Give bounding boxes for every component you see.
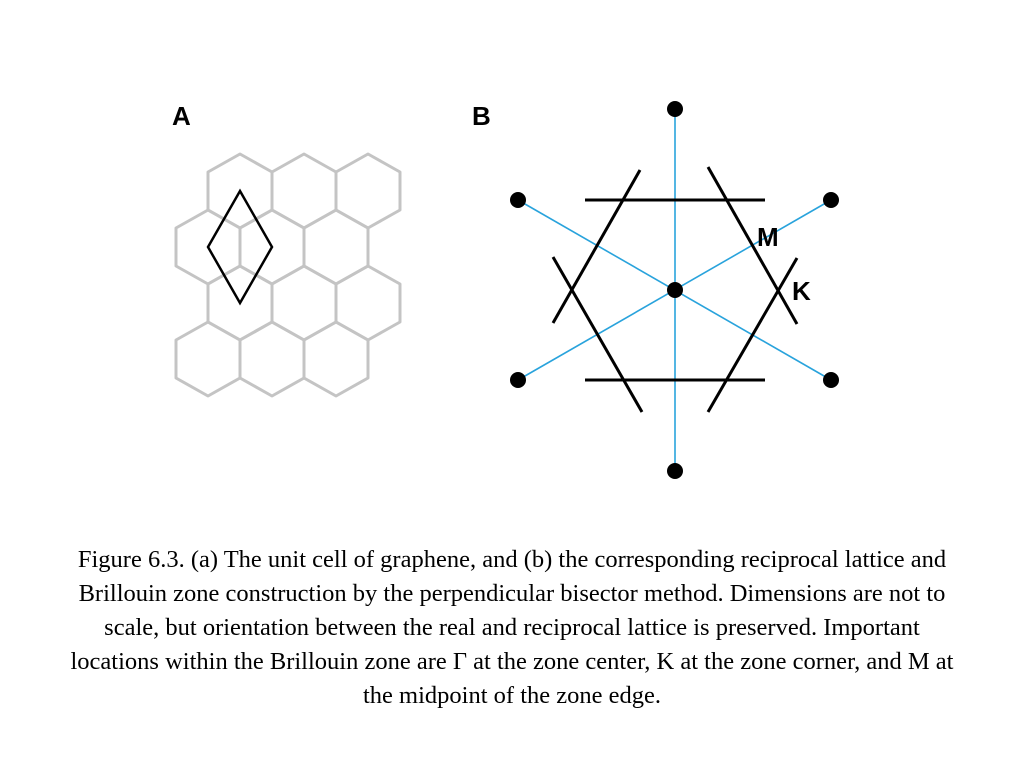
lattice-point-top bbox=[667, 101, 683, 117]
bisector-upper-left bbox=[551, 169, 642, 324]
bisector-lower-right bbox=[706, 257, 799, 413]
brillouin-zone-bisectors bbox=[551, 166, 799, 413]
figure-caption: Figure 6.3. (a) The unit cell of graphen… bbox=[70, 546, 954, 709]
lattice-point-lower-right bbox=[823, 372, 839, 388]
point-m-label: M bbox=[757, 222, 779, 252]
honeycomb-lattice bbox=[174, 152, 402, 398]
point-k-label: K bbox=[792, 276, 811, 306]
hexagon bbox=[238, 320, 306, 398]
bisector-lower-left bbox=[551, 256, 644, 413]
lattice-point-upper-left bbox=[510, 192, 526, 208]
lattice-point-upper-right bbox=[823, 192, 839, 208]
bisector-upper-right bbox=[706, 166, 799, 325]
panel-a-label: A bbox=[172, 101, 191, 131]
panel-b-label: B bbox=[472, 101, 491, 131]
lattice-point-center-gamma bbox=[667, 282, 683, 298]
figure-graphene-lattice: A B bbox=[172, 101, 839, 479]
lattice-point-bottom bbox=[667, 463, 683, 479]
unit-cell-rhombus bbox=[206, 188, 274, 306]
hexagon bbox=[174, 320, 242, 398]
lattice-point-lower-left bbox=[510, 372, 526, 388]
panel-a: A bbox=[172, 101, 402, 398]
panel-b: B M K bbox=[472, 101, 839, 479]
reciprocal-lattice-points bbox=[510, 101, 839, 479]
hexagon bbox=[302, 320, 370, 398]
